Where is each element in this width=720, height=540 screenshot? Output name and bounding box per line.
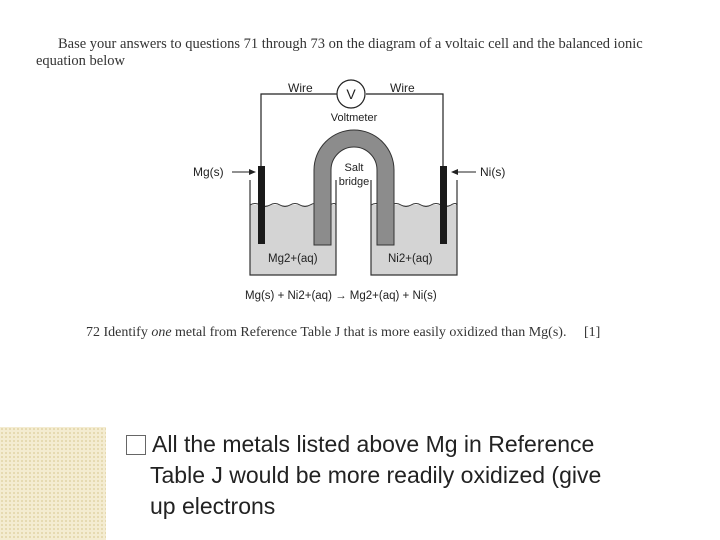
answer-line-2: Table J would be more readily oxidized (…	[150, 462, 602, 488]
question-72: 72 Identify one metal from Reference Tab…	[86, 325, 600, 341]
question-points: [1]	[583, 325, 601, 340]
left-wire	[260, 93, 337, 166]
right-wire	[366, 93, 444, 166]
wire-left-label: Wire	[288, 81, 313, 95]
question-text-before: Identify	[103, 325, 152, 340]
ni-arrowhead	[451, 169, 458, 175]
wire-right-label: Wire	[390, 81, 415, 95]
intro-line-1: Base your answers to questions 71 throug…	[58, 36, 643, 52]
salt-bridge-label-1: Salt	[345, 162, 364, 174]
ni-electrode	[440, 166, 447, 244]
balanced-equation: Mg(s) + Ni2+(aq) → Mg2+(aq) + Ni(s)	[245, 290, 437, 302]
left-solution-label: Mg2+(aq)	[268, 253, 318, 265]
salt-bridge	[313, 129, 395, 246]
voltmeter-icon	[336, 79, 366, 109]
question-text-italic: one	[151, 325, 172, 340]
intro-line-2: equation below	[36, 53, 125, 69]
voltmeter-symbol: V	[346, 86, 356, 102]
ni-electrode-label: Ni(s)	[480, 165, 505, 179]
mg-arrowhead	[249, 169, 256, 175]
mg-electrode	[258, 166, 265, 244]
intro-text: Base your answers to questions 71 throug…	[36, 36, 686, 70]
decorative-pattern	[0, 427, 106, 540]
question-number: 72	[86, 325, 100, 340]
salt-bridge-label-2: bridge	[339, 176, 370, 188]
right-beaker	[370, 180, 458, 276]
answer-bullet: All the metals listed above Mg in Refere…	[126, 429, 686, 522]
answer-line-1: All the metals listed above Mg in Refere…	[152, 431, 595, 457]
bullet-icon	[126, 435, 146, 455]
answer-line-3: up electrons	[150, 493, 276, 519]
mg-electrode-label: Mg(s)	[193, 165, 224, 179]
right-solution-label: Ni2+(aq)	[388, 253, 433, 265]
left-beaker	[249, 180, 337, 276]
question-text-after: metal from Reference Table J that is mor…	[171, 325, 567, 340]
voltmeter-label: Voltmeter	[331, 112, 378, 124]
